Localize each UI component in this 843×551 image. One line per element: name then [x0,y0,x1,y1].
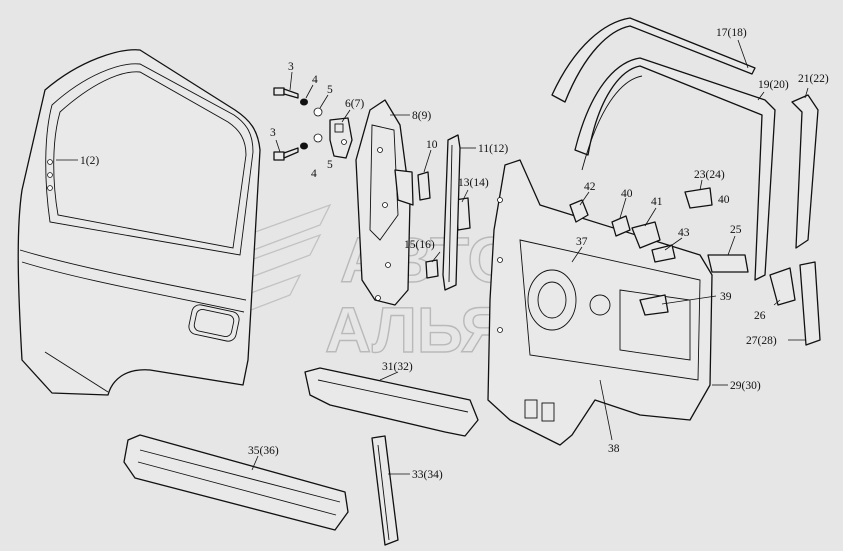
label-40-a: 40 [718,194,730,206]
label-26: 26 [754,310,766,322]
label-39: 39 [720,291,732,303]
label-13-14: 13(14) [458,177,489,189]
label-11-12: 11(12) [478,143,508,155]
hinge-hardware [273,87,353,161]
lower-brace [371,435,399,546]
label-31-32: 31(32) [382,361,413,373]
label-35-36: 35(36) [248,445,279,457]
label-4-a: 4 [312,74,318,86]
label-29-30: 29(30) [730,380,761,392]
label-3-a: 3 [288,61,294,73]
label-40-b: 40 [621,188,633,200]
label-41: 41 [651,196,663,208]
waist-reinforcement [304,367,479,437]
label-19-20: 19(20) [758,79,789,91]
label-4-b: 4 [311,168,317,180]
door-outer-panel [17,49,261,396]
lower-inner-panel [123,434,349,531]
label-38: 38 [608,443,620,455]
door-inner-panel [487,159,713,446]
hinge-pillar-reinforcement [355,99,414,306]
label-5-a: 5 [327,84,333,96]
label-33-34: 33(34) [412,469,443,481]
door-frame-mouldings [551,17,819,281]
label-10: 10 [426,139,438,151]
leader-lines [56,39,809,475]
callout-labels: 1(2) 3 4 5 6(7) 3 4 5 8(9) 10 11(12) 13(… [80,27,829,481]
label-37: 37 [576,236,588,248]
glass-run-channel [442,134,461,291]
label-27-28: 27(28) [746,335,777,347]
label-3-b: 3 [270,127,276,139]
label-25: 25 [730,224,742,236]
label-17-18: 17(18) [716,27,747,39]
label-6-7: 6(7) [345,98,364,110]
label-15-16: 15(16) [404,239,435,251]
label-43: 43 [678,227,690,239]
label-5-b: 5 [327,159,333,171]
label-42: 42 [584,181,596,193]
label-23-24: 23(24) [694,169,725,181]
label-21-22: 21(22) [798,73,829,85]
label-1-2: 1(2) [80,155,99,167]
small-fittings [569,187,821,346]
label-8-9: 8(9) [412,110,431,122]
